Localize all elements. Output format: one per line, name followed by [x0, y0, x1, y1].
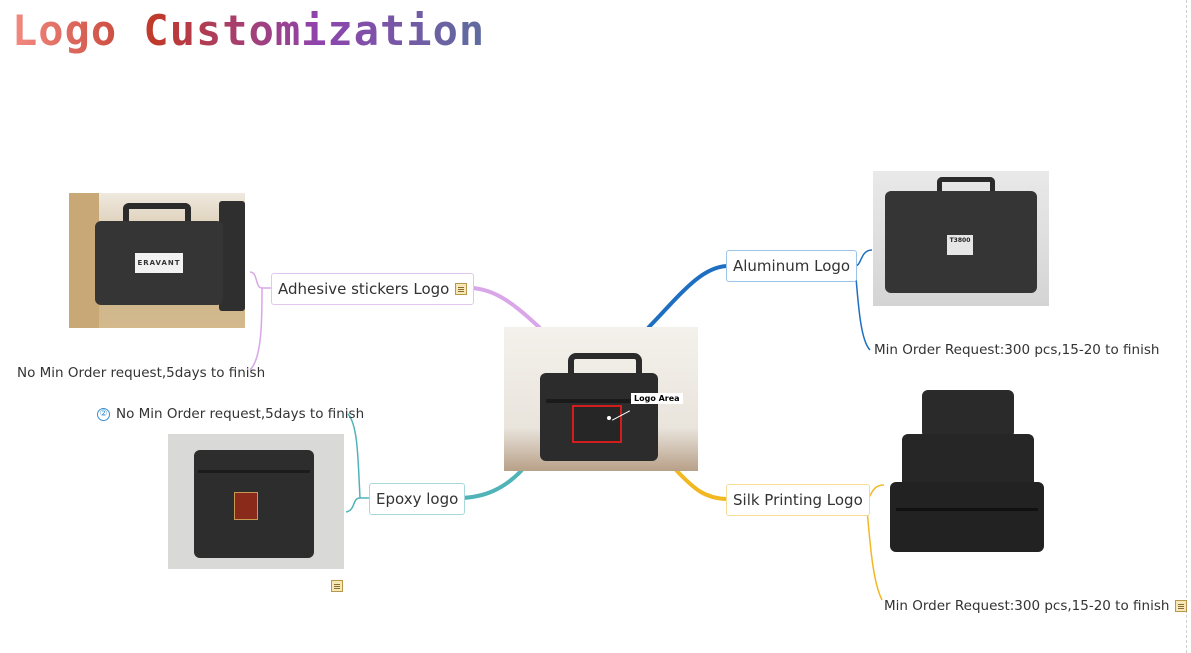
- adhesive-stickers-logo-node[interactable]: Adhesive stickers Logo: [271, 273, 475, 305]
- adhesive-case-photo: ERAVANT: [69, 193, 245, 328]
- silk-printing-logo-node[interactable]: Silk Printing Logo: [726, 484, 870, 516]
- epoxy-logo-label: Epoxy logo: [376, 490, 459, 508]
- adhesive-note: No Min Order request,5days to finish: [17, 365, 266, 381]
- silk-printing-note-text: Min Order Request:300 pcs,15-20 to finis…: [884, 598, 1170, 614]
- silk-printing-logo-label: Silk Printing Logo: [733, 491, 863, 509]
- connector-center-silk: [674, 468, 727, 501]
- center-case-photo: Logo Area: [504, 327, 698, 471]
- numbered-marker-icon: ②: [97, 407, 110, 421]
- connector-center-epoxy: [457, 468, 524, 500]
- aluminum-logo-node[interactable]: Aluminum Logo: [726, 250, 858, 282]
- page-title: Logo Customization: [12, 6, 486, 55]
- note-icon[interactable]: [455, 283, 468, 295]
- note-icon[interactable]: [1175, 600, 1188, 612]
- silk-printing-cases-photo: [886, 382, 1048, 562]
- connector-epoxy-children: [345, 413, 369, 513]
- aluminum-note: Min Order Request:300 pcs,15-20 to finis…: [874, 342, 1160, 358]
- adhesive-stickers-logo-label: Adhesive stickers Logo: [278, 280, 450, 298]
- connector-center-aluminum: [646, 264, 727, 330]
- epoxy-logo-node[interactable]: Epoxy logo: [369, 483, 466, 515]
- aluminum-case-photo: T3800: [873, 171, 1049, 306]
- epoxy-note-icon[interactable]: [331, 580, 343, 592]
- logo-area-tag: Logo Area: [631, 393, 683, 404]
- silk-printing-note: Min Order Request:300 pcs,15-20 to finis…: [884, 598, 1188, 614]
- epoxy-case-photo: [168, 434, 344, 569]
- connector-adhesive-children: [249, 271, 271, 371]
- page-edge-divider: [1186, 0, 1187, 653]
- eravant-sticker: ERAVANT: [135, 253, 183, 273]
- aluminum-plate: T3800: [947, 235, 973, 255]
- epoxy-note-text: No Min Order request,5days to finish: [116, 406, 365, 422]
- epoxy-note: ② No Min Order request,5days to finish: [97, 406, 364, 422]
- aluminum-logo-label: Aluminum Logo: [733, 257, 851, 275]
